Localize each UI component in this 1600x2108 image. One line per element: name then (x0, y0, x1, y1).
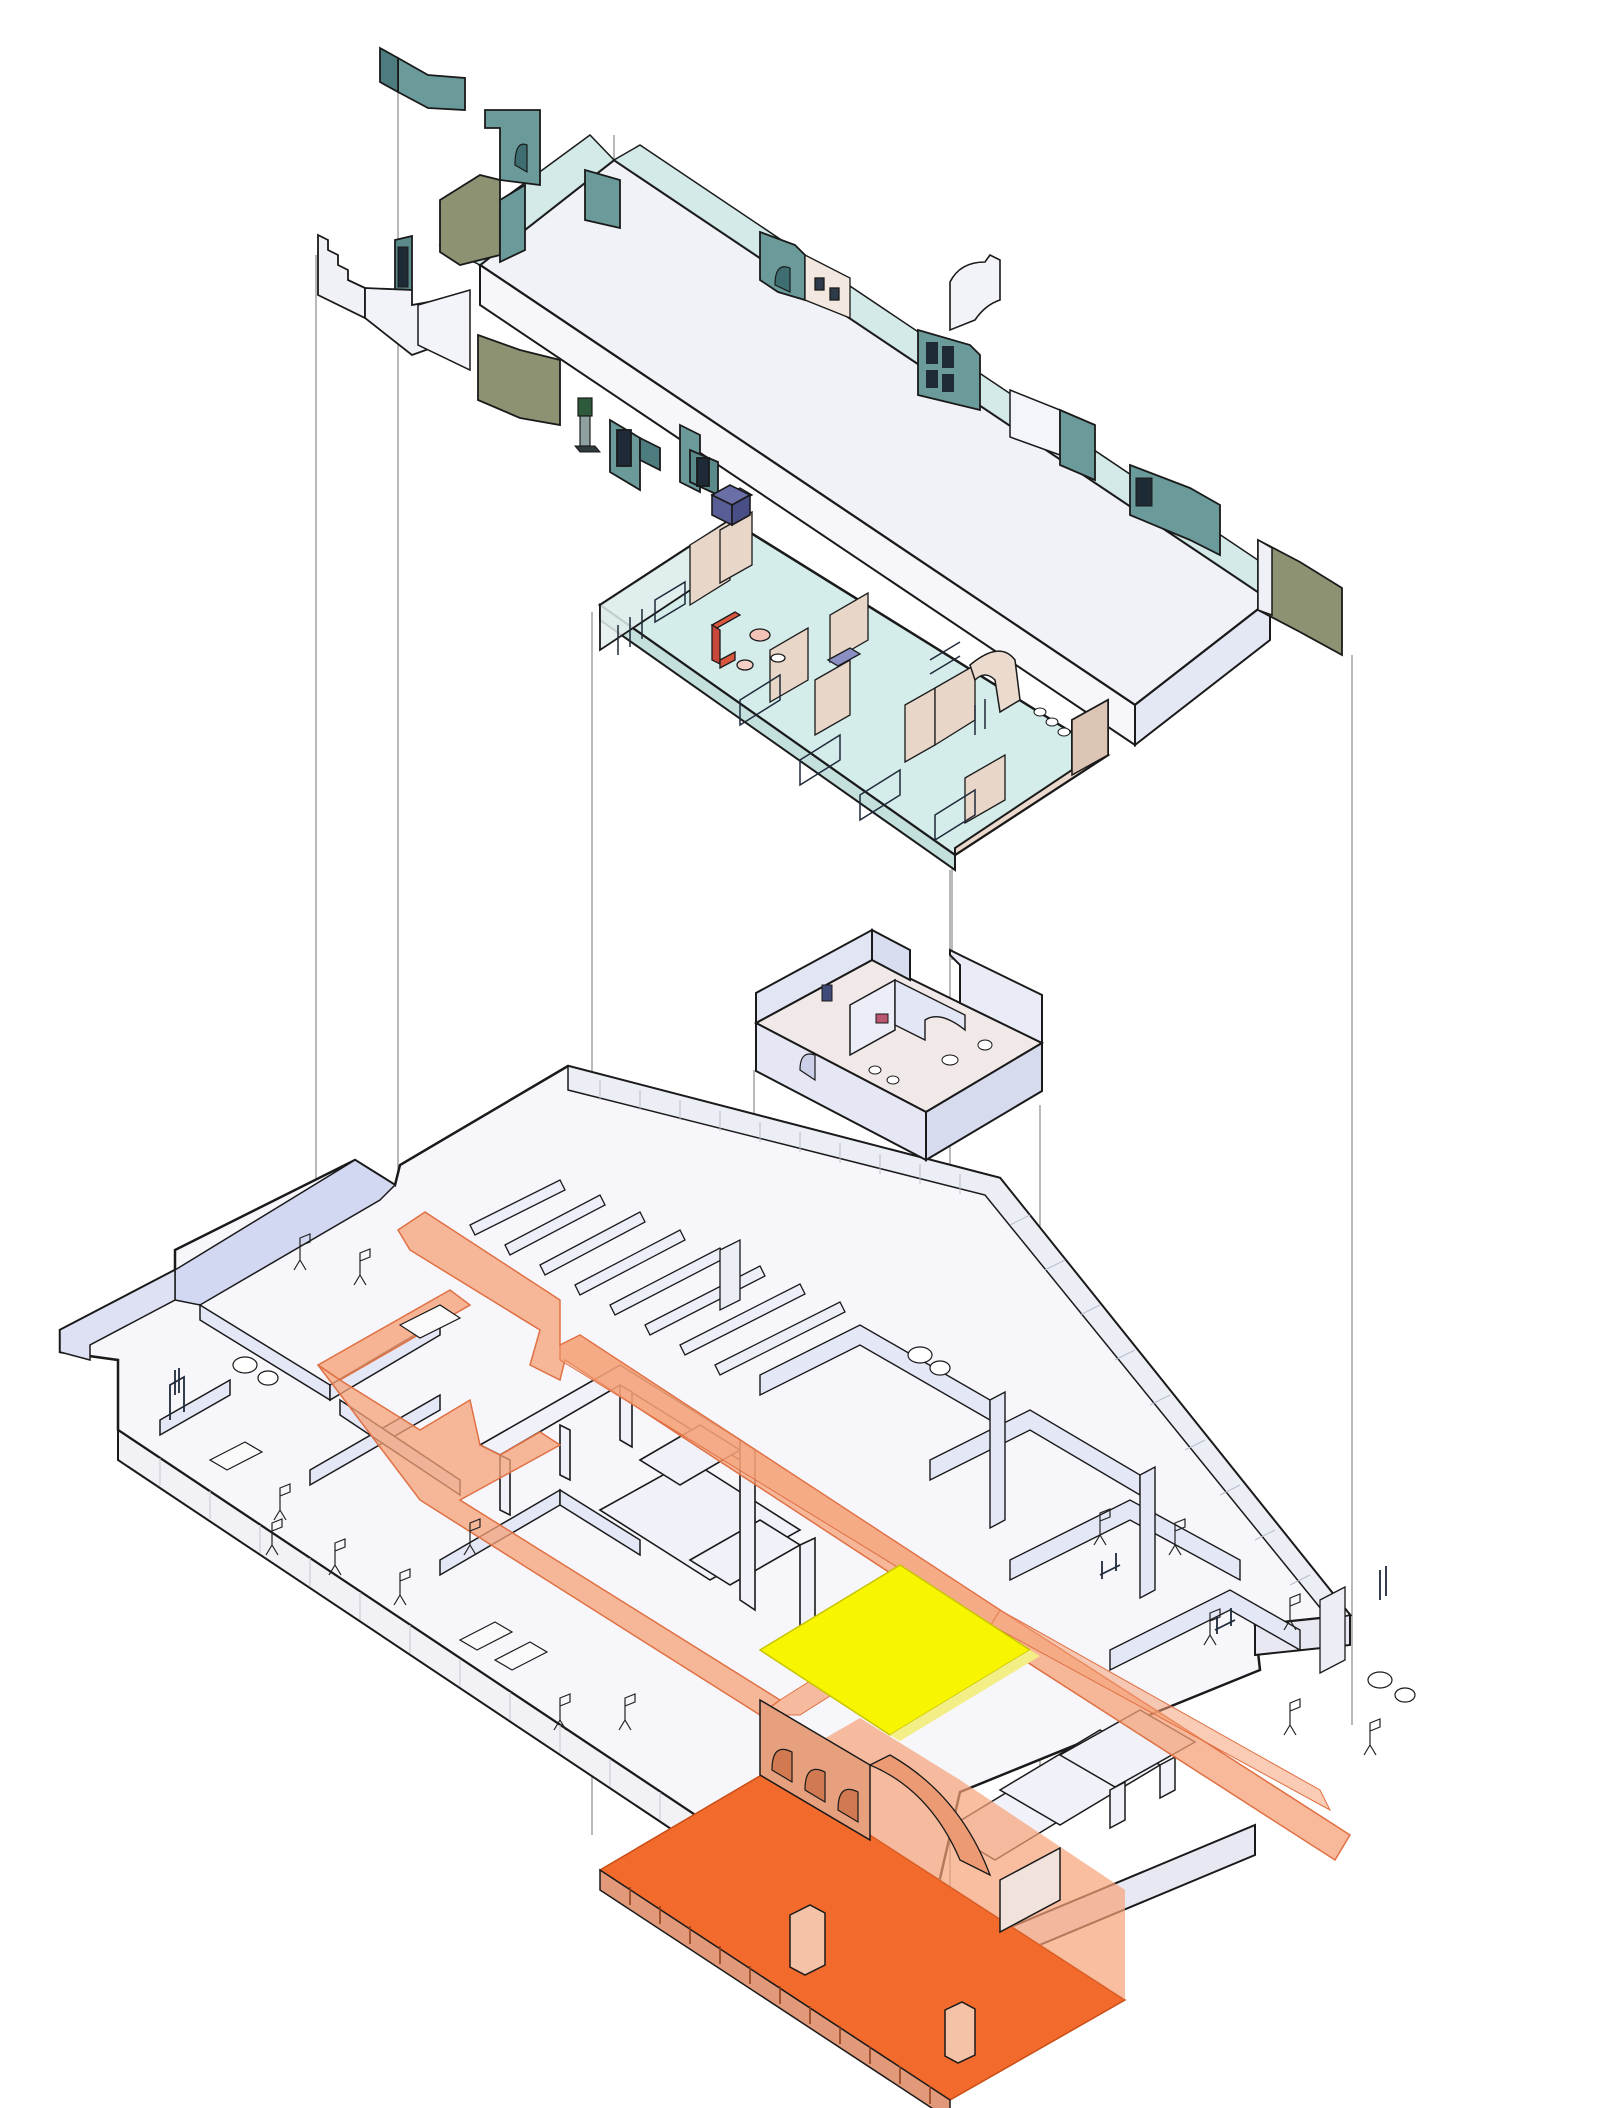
upper-center-column (719, 1238, 741, 1312)
teal-window-panes (926, 342, 954, 392)
shop-clothing-rails (617, 580, 986, 842)
white-partition-left (417, 289, 471, 372)
right-locker (1319, 1585, 1346, 1675)
studio-equipment (265, 1233, 1381, 1756)
shop-curved-counter (969, 650, 1021, 714)
orange-hall-front-wall (599, 1868, 951, 2108)
teal-wall-middle (499, 183, 526, 264)
teal-wall-upper (484, 109, 541, 187)
hall-side-room (999, 1846, 1061, 1934)
mezzanine-door-arch (799, 1053, 816, 1082)
shop-shelving (689, 510, 1006, 825)
mezzanine-blue-cabinet (821, 984, 833, 1002)
hall-colonnade (629, 1887, 931, 2104)
teal-wall-top-left-side (379, 46, 399, 94)
desks (208, 1304, 549, 1671)
mezzanine-front-right-wall (925, 1041, 1043, 1162)
shop-stools (1033, 707, 1071, 737)
yellow-zone-light (890, 1650, 1040, 1741)
olive-wall-left (439, 174, 501, 266)
upper-curved-wall (949, 253, 1001, 332)
teal-wall-right-top (584, 168, 621, 230)
olive-end-wall-side (1257, 538, 1273, 617)
mezzanine-red-seat (875, 1013, 889, 1024)
mezzanine-tall-wall (949, 948, 1043, 1045)
ground-floor-plan (58, 1064, 1416, 2108)
teal-wall-upper-arch (514, 143, 528, 174)
clothing-racks (169, 1368, 1387, 1634)
corridor-kitchenette (804, 253, 851, 319)
mezzanine-arch-wall (894, 978, 966, 1042)
upper-corridor-right-edge (1134, 597, 1271, 748)
mezzanine-furniture (868, 1039, 993, 1085)
orange-corridor-diagonal (559, 1334, 1332, 1812)
rear-window-grid (599, 1080, 1311, 1586)
mezzanine-right-back-wall (871, 928, 911, 982)
green-kiosk (573, 397, 602, 453)
round-furniture (232, 1346, 1416, 1703)
teal-wall-shelf-end (1059, 408, 1096, 482)
hall-pillars (789, 1904, 976, 2064)
hall-arches (771, 1748, 859, 1824)
upper-floor-plan (317, 46, 1343, 872)
teal-wall-top-left (397, 56, 466, 111)
shop-beige-end-wall (1071, 698, 1109, 777)
right-studio-partitions (759, 1324, 1301, 1672)
left-corridor-wall (59, 1268, 176, 1361)
mezzanine-box (753, 928, 1045, 1162)
shop-lounge (710, 611, 786, 671)
teal-arch-opening (774, 266, 791, 293)
corner-purple-box (710, 484, 752, 527)
olive-wall-long (477, 333, 561, 427)
mezzanine-partition (849, 978, 896, 1057)
teal-far-right-window (1135, 477, 1153, 507)
hall-staircase (868, 1754, 992, 1877)
teal-door (397, 246, 409, 288)
stair-wall-stub (317, 233, 366, 320)
teal-door-portals (609, 418, 719, 497)
